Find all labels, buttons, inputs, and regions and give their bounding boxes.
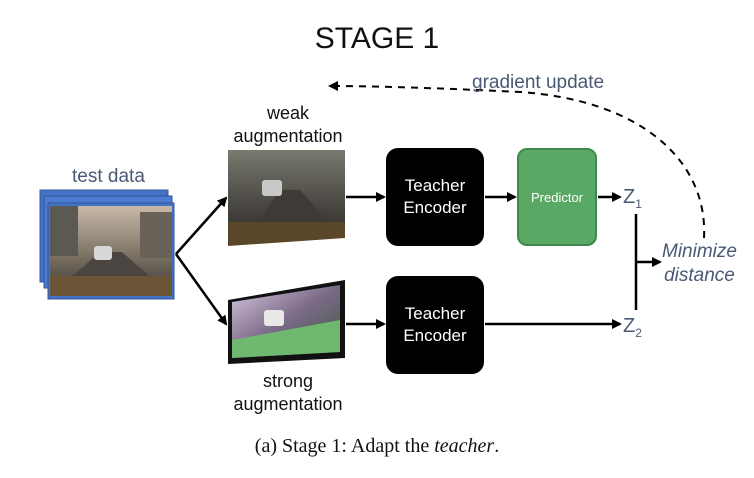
z2-label: Z2 [623,315,642,340]
strong-augmentation-label: strong augmentation [208,370,368,416]
predictor-label: Predictor [530,189,584,205]
strong-label-line1: strong [262,371,314,391]
encoder-top-line2: Encoder [403,198,467,217]
z2-base: Z [623,315,636,337]
strong-augmentation-image [228,280,345,364]
minimize-line2: distance [664,265,735,286]
z1-sub: 1 [635,197,642,211]
encoder-top-line1: Teacher [404,176,466,195]
figure-caption: (a) Stage 1: Adapt the teacher. [0,435,754,458]
caption-suffix: . [494,435,500,457]
weak-augmentation-image [228,150,345,248]
gradient-update-label: gradient update [472,72,605,93]
test-data-image [50,206,172,296]
stage-title: STAGE 1 [314,22,440,55]
z1-label: Z1 [623,186,642,211]
z1-base: Z [623,186,636,208]
weak-label-line1: weak [266,103,310,123]
arrow-to-weak [175,196,228,255]
teacher-encoder-top: Teacher Encoder [386,148,484,246]
minimize-distance-label: Minimize distance [662,240,737,288]
z2-sub: 2 [635,326,642,340]
weak-label-line2: augmentation [233,126,343,146]
minimize-line1: Minimize [662,241,737,262]
encoder-bottom-line2: Encoder [403,326,467,345]
caption-emphasis: teacher [434,435,495,457]
encoder-bottom-line1: Teacher [404,304,466,323]
test-data-stack [39,189,175,300]
weak-augmentation-label: weak augmentation [208,102,368,148]
teacher-encoder-bottom: Teacher Encoder [386,276,484,374]
caption-prefix: (a) Stage 1: Adapt the [254,435,435,457]
strong-label-line2: augmentation [233,394,343,414]
test-data-label: test data [72,166,145,187]
predictor-box: Predictor [517,148,597,246]
arrow-to-strong [174,253,228,326]
